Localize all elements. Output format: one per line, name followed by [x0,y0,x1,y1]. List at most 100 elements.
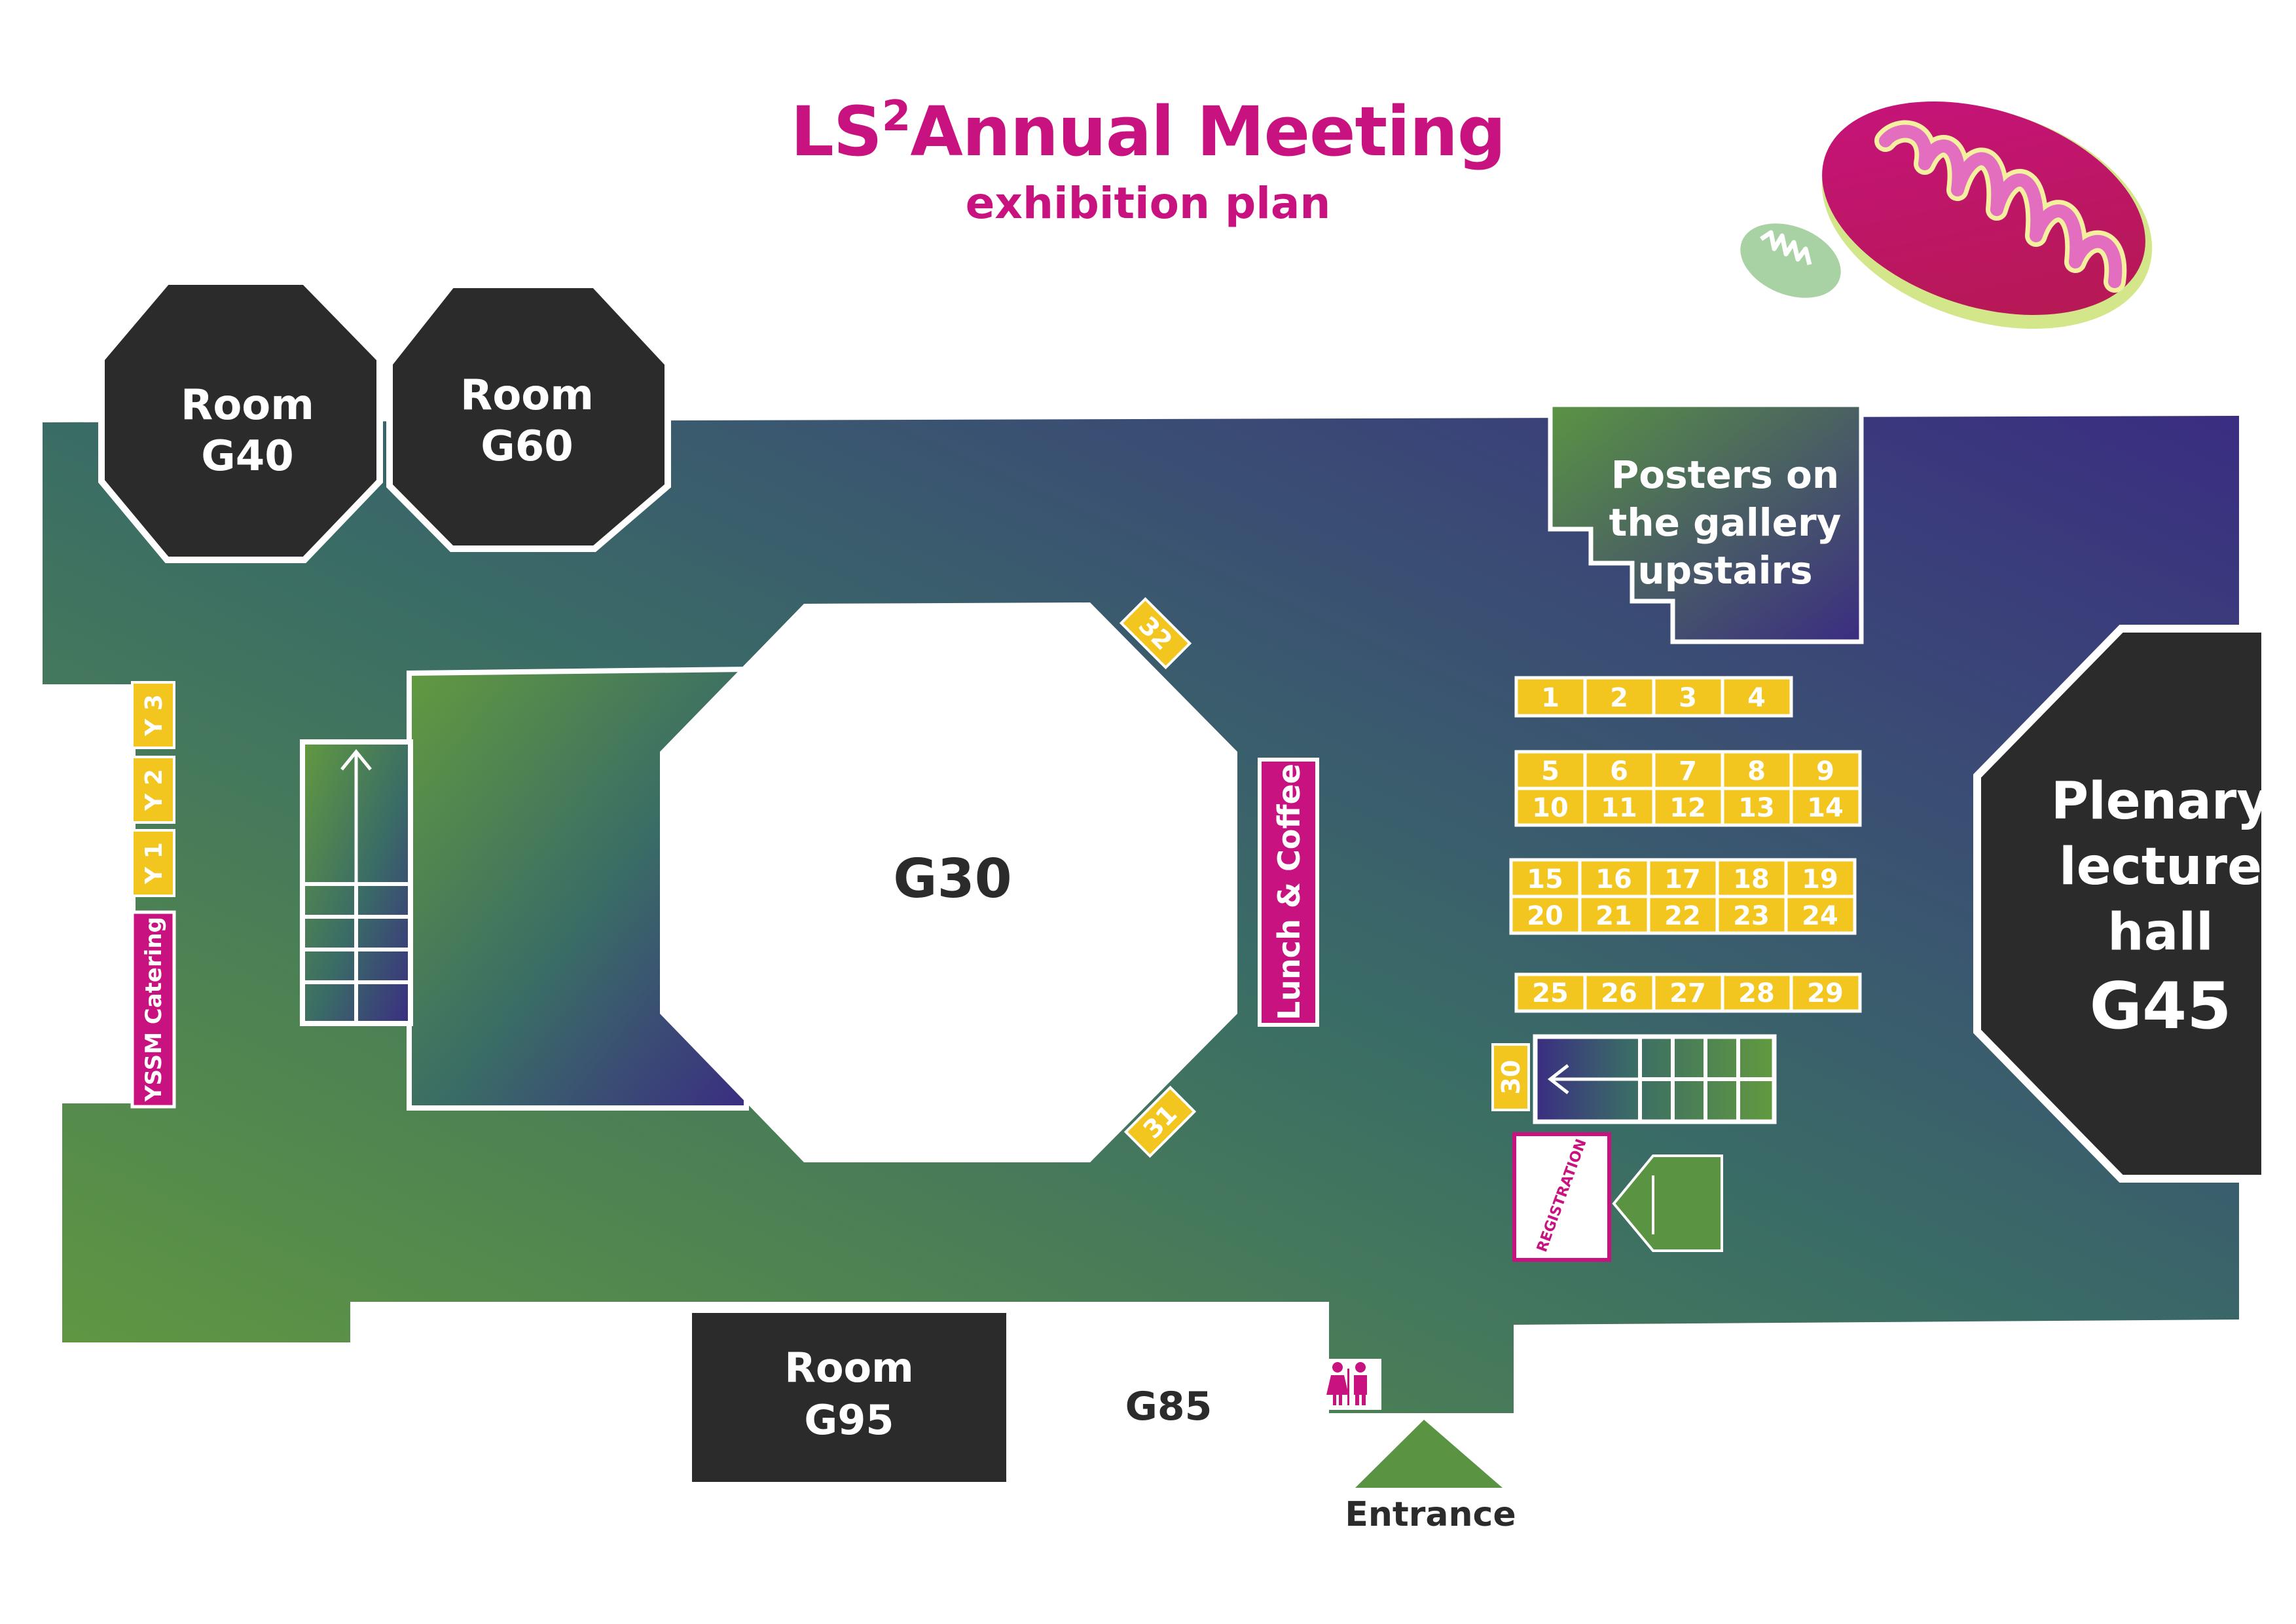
booth-14-label: 14 [1807,793,1844,823]
booth-25[interactable] [1514,972,1587,1013]
stair-arrow-right-icon [1547,1064,1738,1094]
booth-16[interactable] [1578,858,1650,898]
room-g45-line3: hall [2107,903,2214,962]
booth-13-label: 13 [1738,793,1775,823]
room-g95-line2: G95 [804,1396,894,1444]
room-g40-label-line1: Room [181,381,314,430]
booth-20-label: 20 [1527,901,1563,931]
title-prefix: LS [790,92,883,172]
booth-22[interactable] [1647,895,1719,935]
registration-counter [1612,1154,1723,1252]
booth-8[interactable] [1721,750,1793,790]
booth-row-3: 10 11 12 13 14 [1514,786,1862,827]
room-g60-label-line2: G60 [481,422,574,471]
booth-y3-label: Y 3 [141,694,168,737]
posters-gallery [1548,402,1864,644]
room-g45-line1: Plenary [2051,772,2270,831]
booth-30[interactable] [1491,1043,1530,1111]
room-g30-label: G30 [893,848,1011,910]
title-rest: Annual Meeting [910,92,1506,172]
booth-16-label: 16 [1595,864,1632,895]
room-g95-line1: Room [784,1344,914,1392]
posters-line2: the gallery [1609,500,1842,545]
page-subtitle: exhibition plan [965,178,1331,229]
booth-6-label: 6 [1610,756,1628,786]
booth-3[interactable] [1652,676,1724,718]
room-g45-line2: lecture [2059,838,2262,896]
entrance-arrow[interactable] [1355,1420,1503,1488]
booth-row-4: 15 16 17 18 19 [1509,858,1857,898]
booth-1-label: 1 [1541,683,1559,713]
young-booths: Y 1 Y 2 Y 3 [131,681,175,897]
booth-11-label: 11 [1601,793,1637,823]
booth-4-label: 4 [1747,683,1766,713]
booth-y2[interactable] [131,756,175,824]
room-g40 [98,278,383,563]
room-g60-label-line1: Room [460,371,594,420]
booth-row-5: 20 21 22 23 24 [1509,895,1857,935]
booth-3-label: 3 [1679,683,1697,713]
booth-9[interactable] [1789,750,1862,790]
booth-19-label: 19 [1802,864,1838,895]
page-title: LS2Annual Meeting [0,92,2296,172]
yssm-catering-area [130,910,176,1109]
booth-27-label: 27 [1669,978,1706,1008]
booth-22-label: 22 [1664,901,1701,931]
posters-line3: upstairs [1637,548,1812,593]
booth-row-2: 5 6 7 8 9 [1514,750,1862,790]
booth-13[interactable] [1721,786,1793,827]
yssm-catering-label: YSSM Catering [141,917,167,1102]
posters-line1: Posters on [1611,452,1839,497]
booth-23[interactable] [1715,895,1788,935]
booth-26-label: 26 [1601,978,1637,1008]
booth-y2-label: Y 2 [141,769,168,811]
booth-y1-label: Y 1 [141,842,168,885]
booth-28-label: 28 [1738,978,1775,1008]
booth-18-label: 18 [1733,864,1770,895]
room-g95 [692,1313,1006,1482]
booth-y3[interactable] [131,681,175,749]
booth-17[interactable] [1647,858,1719,898]
restroom-icon [1326,1362,1367,1405]
booth-23-label: 23 [1733,901,1770,931]
booth-10[interactable] [1514,786,1587,827]
booth-5-label: 5 [1541,756,1559,786]
booth-31[interactable] [1123,1085,1197,1158]
booth-7-label: 7 [1679,756,1697,786]
booth-8-label: 8 [1747,756,1766,786]
mitochondrion-small-icon [1740,223,1841,298]
booth-row-1: 1 2 3 4 [1514,676,1793,718]
stair-arrow-icon [340,749,372,982]
room-g60 [386,282,671,552]
lunch-coffee-label: Lunch & Coffee [1271,764,1307,1020]
room-g45-line4: G45 [2090,969,2232,1044]
booth-15[interactable] [1509,858,1582,898]
room-g85-label: G85 [1125,1384,1212,1430]
lunch-coffee-area [1258,758,1319,1027]
booth-25-label: 25 [1532,978,1569,1008]
booth-24[interactable] [1784,895,1857,935]
title-superscript: 2 [881,92,911,141]
registration-desk[interactable] [1512,1132,1611,1262]
room-g30 [660,602,1237,1162]
booth-10-label: 10 [1532,793,1569,823]
booth-4[interactable] [1721,676,1793,718]
booth-14[interactable] [1789,786,1862,827]
booth-9-label: 9 [1816,756,1834,786]
booth-y1[interactable] [131,829,175,897]
booth-24-label: 24 [1802,901,1838,931]
booth-29-label: 29 [1807,978,1844,1008]
booth-32[interactable] [1119,597,1192,670]
booth-30-label: 30 [1497,1060,1525,1095]
booth-15-label: 15 [1527,864,1563,895]
mitochondrion-large-icon [1821,101,2153,329]
booth-29[interactable] [1789,972,1862,1013]
booth-12-label: 12 [1669,793,1706,823]
booth-2-label: 2 [1610,683,1628,713]
entrance-label: Entrance [1345,1495,1516,1534]
room-g40-label-line2: G40 [201,432,294,481]
booth-row-6: 25 26 27 28 29 [1514,972,1862,1013]
room-g45 [1973,625,2269,1183]
booth-21-label: 21 [1595,901,1632,931]
